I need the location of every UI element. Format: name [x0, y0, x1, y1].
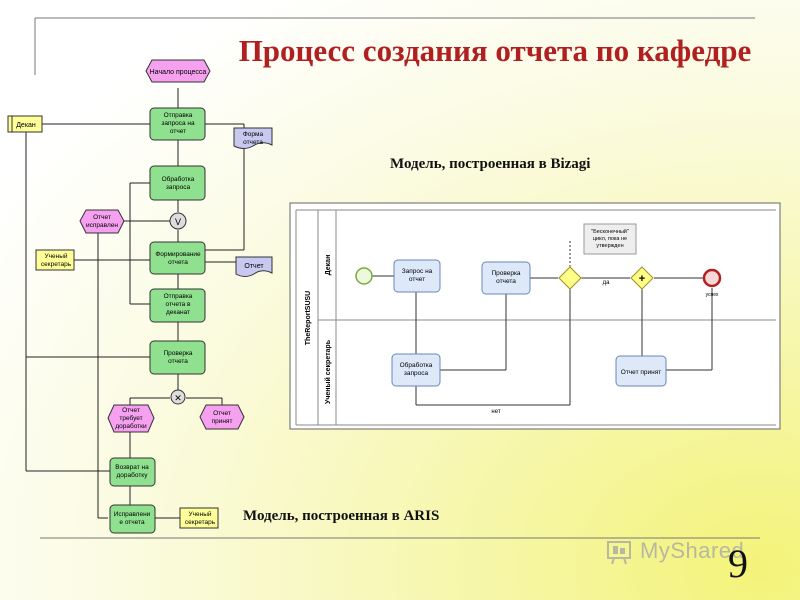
- aris-fn-process-request: [149, 165, 206, 201]
- aris-fn-return-rework: [109, 457, 156, 487]
- bizagi-gateway-parallel: [630, 266, 654, 290]
- caption-bizagi: Модель, построенная в Bizagi: [390, 156, 591, 172]
- bizagi-annotation: [583, 223, 637, 255]
- aris-xor-connector: [170, 389, 186, 405]
- aris-event-report-fixed: [79, 209, 125, 234]
- watermark: MyShared: [640, 538, 745, 563]
- bizagi-task-check: [481, 261, 531, 295]
- bizagi-gateway-parallel-mark: +: [639, 273, 645, 285]
- aris-fn-form-report: [149, 241, 206, 275]
- bizagi-task-request: [393, 259, 441, 293]
- bizagi-pool-label: TheReportSUSU: [305, 291, 312, 345]
- aris-doc-report: [235, 256, 273, 277]
- aris-fn-send-request: [149, 107, 206, 141]
- bizagi-task-accepted-label: Отчет принят: [621, 369, 661, 376]
- page-number: 9: [728, 541, 748, 586]
- bizagi-gateway-xor: [558, 266, 582, 290]
- aris-role-dean: [7, 115, 43, 133]
- aris-start-label: Начало процесса: [150, 69, 207, 76]
- aris-event-needs-rework: [107, 404, 155, 433]
- aris-role-scientist-1: [35, 249, 75, 271]
- aris-fn-check-report: [149, 340, 206, 375]
- aris-fn-fix-report: [109, 504, 156, 534]
- bizagi-canvas: [289, 202, 781, 430]
- watermark-icon: [607, 541, 631, 565]
- aris-doc-report-label: Отчет: [244, 263, 264, 270]
- bizagi-lane-dean: Декан: [325, 255, 332, 276]
- bizagi-end-event: [702, 268, 722, 288]
- bizagi-task-accepted: [615, 355, 667, 387]
- aris-fn-send-to-dean: [149, 288, 206, 323]
- aris-start-event: [145, 59, 211, 83]
- bizagi-lane-secretary: Ученый секретарь: [324, 339, 332, 404]
- aris-or-label: V: [175, 217, 181, 227]
- aris-role-dean-label: Декан: [16, 122, 36, 129]
- bizagi-flow-no: нет: [491, 409, 500, 415]
- bizagi-flow-end: успех: [706, 292, 719, 298]
- aris-event-accepted: [199, 404, 245, 430]
- aris-or-connector: [169, 212, 187, 230]
- aris-doc-form: [233, 127, 273, 149]
- bizagi-flow-yes: да: [603, 280, 611, 286]
- aris-xor-label: ✕: [174, 393, 182, 403]
- bizagi-start-event: [355, 267, 373, 285]
- slide-title: Процесс создания отчета по кафедре: [238, 33, 752, 68]
- caption-aris: Модель, построенная в ARIS: [243, 508, 440, 524]
- aris-role-scientist-2: [179, 507, 219, 529]
- bizagi-task-process: [391, 353, 441, 387]
